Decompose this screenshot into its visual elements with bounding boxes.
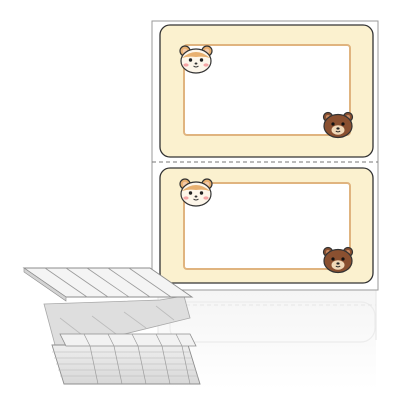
hamster-face-icon bbox=[179, 178, 213, 207]
label-write-area bbox=[183, 44, 351, 136]
name-label-bottom bbox=[159, 167, 374, 284]
label-write-area bbox=[183, 182, 351, 270]
bear-face-icon bbox=[322, 246, 354, 274]
fanfold-label-stack bbox=[22, 267, 201, 385]
hamster-face-icon bbox=[179, 45, 213, 74]
bear-face-icon bbox=[322, 111, 354, 139]
name-label-top bbox=[159, 24, 374, 158]
